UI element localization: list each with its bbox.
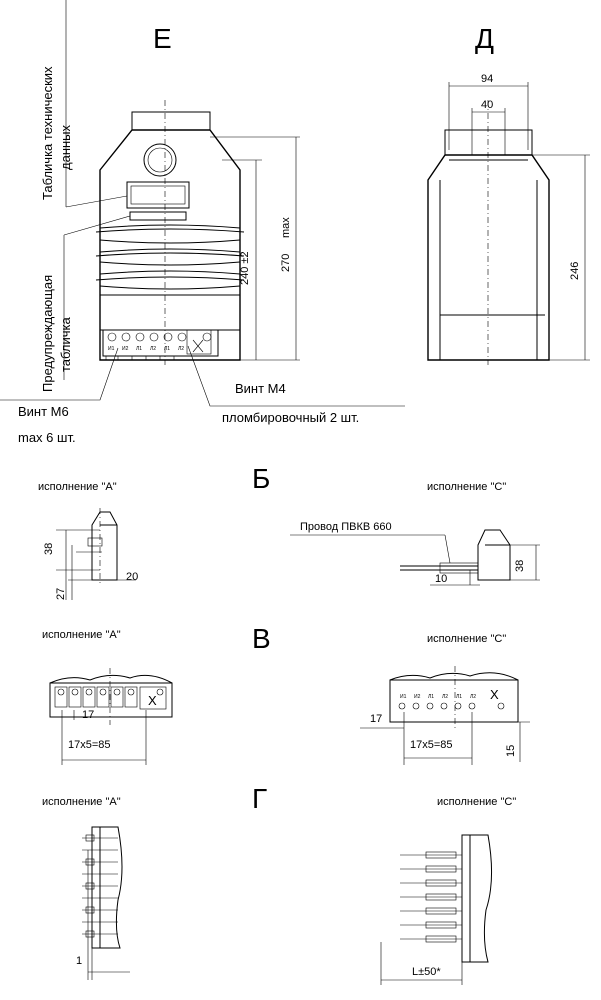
label-warning-plate: Предупреждающая	[40, 275, 55, 392]
label-variant-a-g: исполнение "А"	[42, 796, 121, 808]
dim-40: 40	[481, 99, 493, 111]
svg-text:И2: И2	[414, 694, 421, 700]
warning-plate	[129, 211, 187, 221]
dim-270: 270	[280, 254, 292, 272]
terminal-marks-e: И1 И2 Л1 Л2 Л1 Л2	[108, 346, 184, 352]
svg-text:Л1: Л1	[428, 694, 434, 700]
dim-240: 240 ±2	[239, 251, 251, 285]
label-screw-m4: Винт М4	[235, 381, 286, 396]
dim-b-10: 10	[435, 573, 447, 585]
label-variant-a-v: исполнение "А"	[42, 629, 121, 641]
terminal-block-e	[102, 329, 219, 357]
view-d: Д 94 40 246	[427, 23, 590, 365]
view-e-letter: Е	[153, 23, 172, 54]
label-variant-c-b: исполнение "С"	[427, 481, 506, 493]
label-warning-plate-2: табличка	[58, 317, 73, 372]
view-e-body	[99, 129, 241, 361]
label-variant-a-b: исполнение "А"	[38, 481, 117, 493]
dim-94: 94	[481, 73, 493, 85]
label-tech-plate-2: данных	[58, 124, 73, 170]
view-b: Б исполнение "А" исполнение "С" 38 27 20…	[38, 463, 540, 600]
view-g-letter: Г	[252, 783, 267, 814]
view-d-letter: Д	[475, 23, 494, 54]
svg-text:Л2: Л2	[470, 694, 476, 700]
label-screw-m6-qty: max 6 шт.	[18, 430, 76, 445]
label-screw-m6: Винт М6	[18, 404, 69, 419]
label-wire: Провод ПВКВ 660	[300, 521, 392, 533]
svg-text:Л1: Л1	[136, 346, 142, 352]
svg-text:И1: И1	[108, 346, 115, 352]
label-variant-c-g: исполнение "С"	[437, 796, 516, 808]
dim-b-27: 27	[55, 588, 67, 600]
dim-v-15: 15	[505, 745, 517, 757]
svg-text:X: X	[490, 687, 499, 702]
label-variant-c-v: исполнение "С"	[427, 633, 506, 645]
dim-g-l: L±50*	[412, 966, 441, 978]
svg-text:Л2: Л2	[442, 694, 448, 700]
dim-b-38-c: 38	[514, 560, 526, 572]
dim-b-20: 20	[126, 571, 138, 583]
svg-text:И2: И2	[122, 346, 129, 352]
dim-v-17-c: 17	[370, 713, 382, 725]
svg-text:Л1: Л1	[164, 346, 170, 352]
label-screw-m4-qty: пломбировочный 2 шт.	[222, 410, 359, 425]
dim-v-17-a: 17	[82, 709, 94, 721]
svg-text:Л2: Л2	[178, 346, 184, 352]
svg-text:И1: И1	[400, 694, 407, 700]
view-b-letter: Б	[252, 463, 270, 494]
view-v: В исполнение "А" исполнение "С" X 17 17x…	[42, 623, 530, 765]
view-d-body	[427, 154, 550, 361]
svg-text:Л2: Л2	[150, 346, 156, 352]
view-g: Г исполнение "А" исполнение "С" 1	[42, 783, 516, 985]
dim-max: max	[280, 217, 292, 238]
dim-v-85-a: 17x5=85	[68, 739, 111, 751]
svg-text:X: X	[148, 693, 157, 708]
view-v-letter: В	[252, 623, 271, 654]
dim-b-38-a: 38	[43, 543, 55, 555]
label-tech-plate: Табличка технических	[40, 66, 55, 200]
svg-text:Л1: Л1	[456, 694, 462, 700]
view-e: Е	[0, 0, 405, 445]
dim-g-1: 1	[76, 955, 82, 967]
dim-v-85-c: 17x5=85	[410, 739, 453, 751]
dim-246: 246	[569, 262, 581, 280]
tech-plate	[126, 181, 190, 209]
knob-circle	[143, 143, 177, 177]
